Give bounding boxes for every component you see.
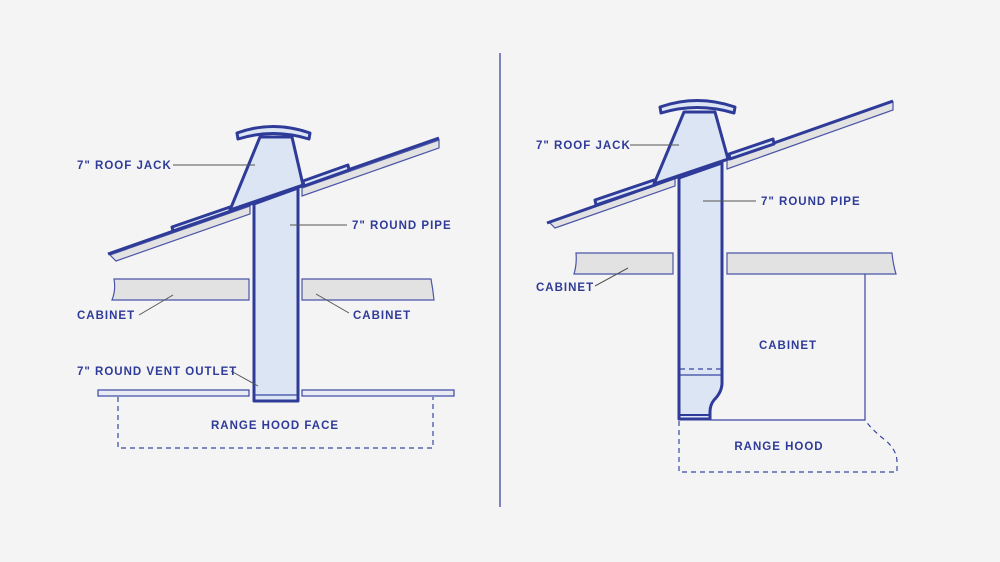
round-pipe xyxy=(677,161,724,421)
label-range-hood: RANGE HOOD xyxy=(734,441,823,453)
roof-underside-right xyxy=(726,101,894,170)
range-hood-face-outline xyxy=(117,397,434,449)
label-roof-jack: 7" ROOF JACK xyxy=(77,160,172,172)
right-diagram: 7" ROOF JACK 7" ROUND PIPE CABINET CABIN… xyxy=(536,99,898,473)
label-round-pipe: 7" ROUND PIPE xyxy=(352,220,452,232)
cabinet-left-shape xyxy=(573,252,674,275)
cabinet-right-shape xyxy=(726,252,897,275)
round-pipe xyxy=(252,186,300,403)
range-hood-outline xyxy=(678,419,898,473)
roof-underside-right xyxy=(301,139,440,197)
label-cabinet-box: CABINET xyxy=(759,340,817,352)
label-roof-jack: 7" ROOF JACK xyxy=(536,140,631,152)
label-round-pipe: 7" ROUND PIPE xyxy=(761,196,861,208)
cabinet-left-shape xyxy=(111,278,250,301)
roof-jack xyxy=(652,110,730,186)
label-cabinet-left: CABINET xyxy=(77,310,135,322)
label-cabinet-right: CABINET xyxy=(353,310,411,322)
roof-jack xyxy=(228,135,305,212)
hood-face-left xyxy=(97,389,250,397)
cabinet-right-shape xyxy=(301,278,435,301)
label-cabinet-left: CABINET xyxy=(536,282,594,294)
roof-jack-cap xyxy=(658,99,737,115)
label-range-hood-face: RANGE HOOD FACE xyxy=(211,420,339,432)
roof-underside-left xyxy=(108,205,251,262)
leader-cabinet-left xyxy=(138,294,174,316)
label-vent-outlet: 7" ROUND VENT OUTLET xyxy=(77,366,237,378)
roof-jack-cap xyxy=(235,125,312,141)
flashing-right xyxy=(727,137,776,161)
leader-vent-outlet xyxy=(230,370,259,387)
left-diagram: 7" ROOF JACK 7" ROUND PIPE CABINET CABIN… xyxy=(77,125,455,449)
leader-cabinet-right xyxy=(315,293,350,314)
leader-cabinet-left xyxy=(594,267,629,287)
hood-face-right xyxy=(301,389,455,397)
